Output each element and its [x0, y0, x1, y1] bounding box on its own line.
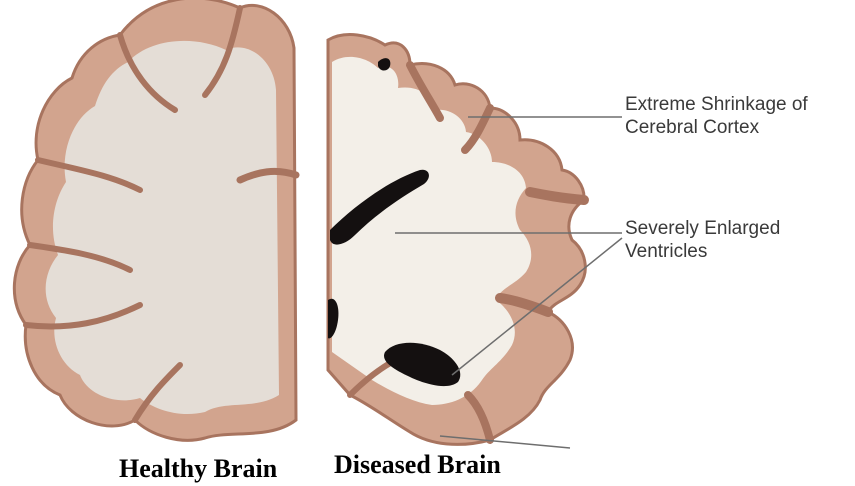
cortex-label-line-2: Cerebral Cortex: [625, 116, 808, 139]
healthy-brain-section: [14, 0, 296, 440]
ventricles-label-line-1: Severely Enlarged: [625, 217, 780, 240]
healthy-brain-caption: Healthy Brain: [119, 454, 277, 484]
cortex-shrinkage-label: Extreme Shrinkage of Cerebral Cortex: [625, 93, 808, 139]
ventricles-label-line-2: Ventricles: [625, 240, 780, 263]
diseased-brain-caption: Diseased Brain: [334, 450, 501, 480]
diseased-brain-section: [328, 35, 585, 445]
enlarged-ventricles-label: Severely Enlarged Ventricles: [625, 217, 780, 263]
cortex-label-line-1: Extreme Shrinkage of: [625, 93, 808, 116]
